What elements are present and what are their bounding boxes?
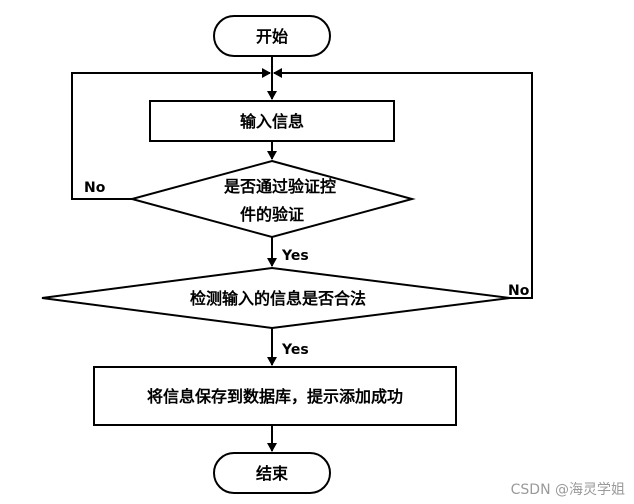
end-terminal: 结束 — [213, 452, 331, 494]
arrow-decision1-no-loop — [71, 68, 271, 200]
decision-legality: 检测输入的信息是否合法 — [41, 266, 511, 330]
no-label-2: No — [508, 283, 530, 299]
arrow-decision2-no-loop — [273, 68, 533, 299]
save-process: 将信息保存到数据库，提示添加成功 — [93, 366, 457, 426]
no-label-1: No — [84, 180, 106, 196]
decision1-label-line1: 是否通过验证控 — [223, 177, 336, 196]
end-label: 结束 — [255, 464, 289, 483]
yes-label-2: Yes — [281, 342, 309, 358]
input-process: 输入信息 — [149, 100, 395, 142]
decision-validation: 是否通过验证控 件的验证 — [128, 159, 416, 239]
yes-label-1: Yes — [281, 248, 309, 264]
input-label: 输入信息 — [240, 112, 304, 131]
save-label: 将信息保存到数据库，提示添加成功 — [147, 387, 403, 406]
start-label: 开始 — [256, 27, 288, 46]
decision1-label-line2: 件的验证 — [240, 205, 304, 224]
decision2-label: 检测输入的信息是否合法 — [190, 289, 366, 308]
watermark-text: CSDN @海灵学姐 — [511, 482, 625, 498]
start-terminal: 开始 — [213, 15, 331, 57]
